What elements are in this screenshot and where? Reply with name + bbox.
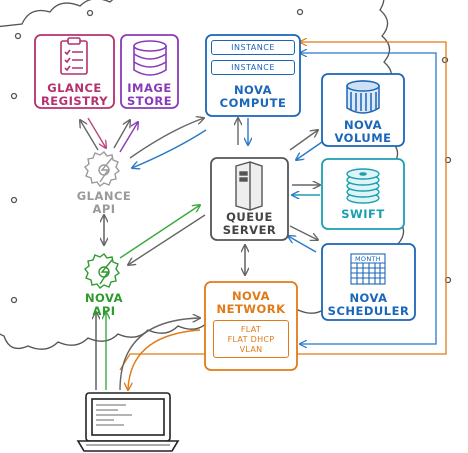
nova-scheduler-label: NOVA SCHEDULER [327,291,410,318]
nova-compute-node [205,34,301,117]
swift-label: SWIFT [341,207,385,221]
instance-box-1: INSTANCE [211,40,295,55]
network-modes-box: FLAT FLAT DHCP VLAN [213,320,289,358]
nova-volume-node [321,73,405,147]
return-connectors [119,42,447,371]
queue-server-label: QUEUE SERVER [222,210,277,237]
database-icon [133,40,167,76]
image-store-label: IMAGE STORE [126,81,173,108]
glance-registry-node [34,34,115,109]
storage-drum-icon [346,80,380,114]
gear-icon [84,253,120,289]
glance-api-node [84,151,120,187]
calendar-month-label: MONTH [355,255,381,263]
server-tower-icon [235,161,263,211]
clipboard-icon [60,37,88,75]
nova-api-label: NOVA API [84,291,124,318]
nova-api-node [84,253,120,289]
gear-icon [84,151,120,187]
queue-server-node [210,157,289,241]
nova-network-node [204,281,298,371]
calendar-icon [350,253,386,285]
laptop-icon [76,392,180,452]
instance-box-2: INSTANCE [211,60,295,75]
nova-compute-label: NOVA COMPUTE [219,83,287,110]
nova-network-label: NOVA NETWORK [216,289,286,316]
glance-registry-label: GLANCE REGISTRY [40,81,109,108]
glance-api-label: GLANCE API [76,189,132,216]
nova-scheduler-node [321,243,416,321]
nova-volume-label: NOVA VOLUME [334,118,392,145]
image-store-node [120,34,179,109]
disk-stack-icon [346,168,380,204]
connectors [80,118,323,390]
swift-node [321,158,405,230]
